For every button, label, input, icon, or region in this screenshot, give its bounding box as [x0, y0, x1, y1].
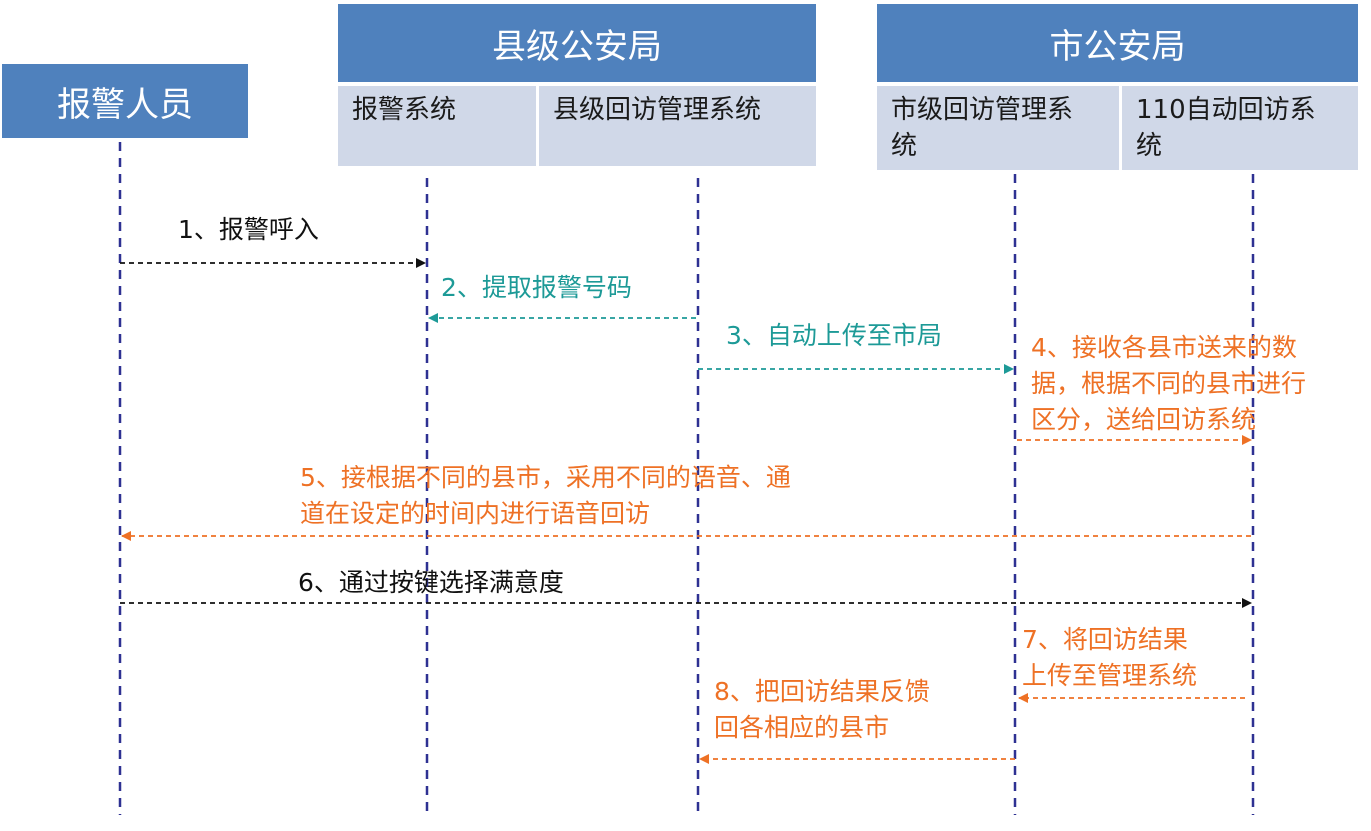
message-6-label: 6、通过按键选择满意度: [298, 568, 564, 597]
subheader-city-mgmt: 市级回访管理系 统: [877, 86, 1119, 170]
auto-callback-label-line1: 110自动回访系: [1136, 95, 1316, 125]
city-mgmt-label-line1: 市级回访管理系: [891, 95, 1074, 125]
header-county-police: 县级公安局: [338, 4, 816, 82]
message-7-line1: 7、将回访结果: [1022, 625, 1188, 654]
message-7-line2: 上传至管理系统: [1022, 661, 1198, 690]
message-5-line1: 5、接根据不同的县市，采用不同的语音、通: [300, 463, 791, 492]
subheader-county-mgmt: 县级回访管理系统: [539, 86, 816, 166]
header-caller-label: 报警人员: [57, 84, 193, 125]
message-8-line1: 8、把回访结果反馈: [714, 677, 930, 706]
message-3-label: 3、自动上传至市局: [726, 321, 942, 350]
message-4-line2: 据，根据不同的县市进行: [1031, 369, 1307, 398]
message-1-label: 1、报警呼入: [178, 215, 319, 244]
auto-callback-label-line2: 统: [1136, 131, 1163, 161]
message-4-line3: 区分，送给回访系统: [1031, 405, 1257, 434]
message-8-label: 8、把回访结果反馈 回各相应的县市: [714, 674, 930, 746]
message-8-line2: 回各相应的县市: [714, 713, 890, 742]
header-county-label: 县级公安局: [492, 26, 662, 67]
message-4-label: 4、接收各县市送来的数 据，根据不同的县市进行 区分，送给回访系统: [1031, 330, 1306, 438]
header-caller: 报警人员: [2, 64, 248, 138]
header-city-police: 市公安局: [877, 4, 1358, 82]
message-5-label: 5、接根据不同的县市，采用不同的语音、通 道在设定的时间内进行语音回访: [300, 460, 791, 532]
subheader-alarm-system: 报警系统: [338, 86, 536, 166]
subheader-auto-callback: 110自动回访系 统: [1122, 86, 1358, 170]
city-mgmt-label-line2: 统: [891, 131, 918, 161]
header-city-label: 市公安局: [1049, 26, 1186, 67]
message-5-line2: 道在设定的时间内进行语音回访: [300, 499, 651, 528]
message-2-label: 2、提取报警号码: [441, 273, 632, 302]
county-mgmt-label: 县级回访管理系统: [553, 95, 762, 125]
message-4-line1: 4、接收各县市送来的数: [1031, 333, 1297, 362]
alarm-system-label: 报警系统: [352, 95, 457, 125]
message-7-label: 7、将回访结果 上传至管理系统: [1022, 622, 1197, 694]
